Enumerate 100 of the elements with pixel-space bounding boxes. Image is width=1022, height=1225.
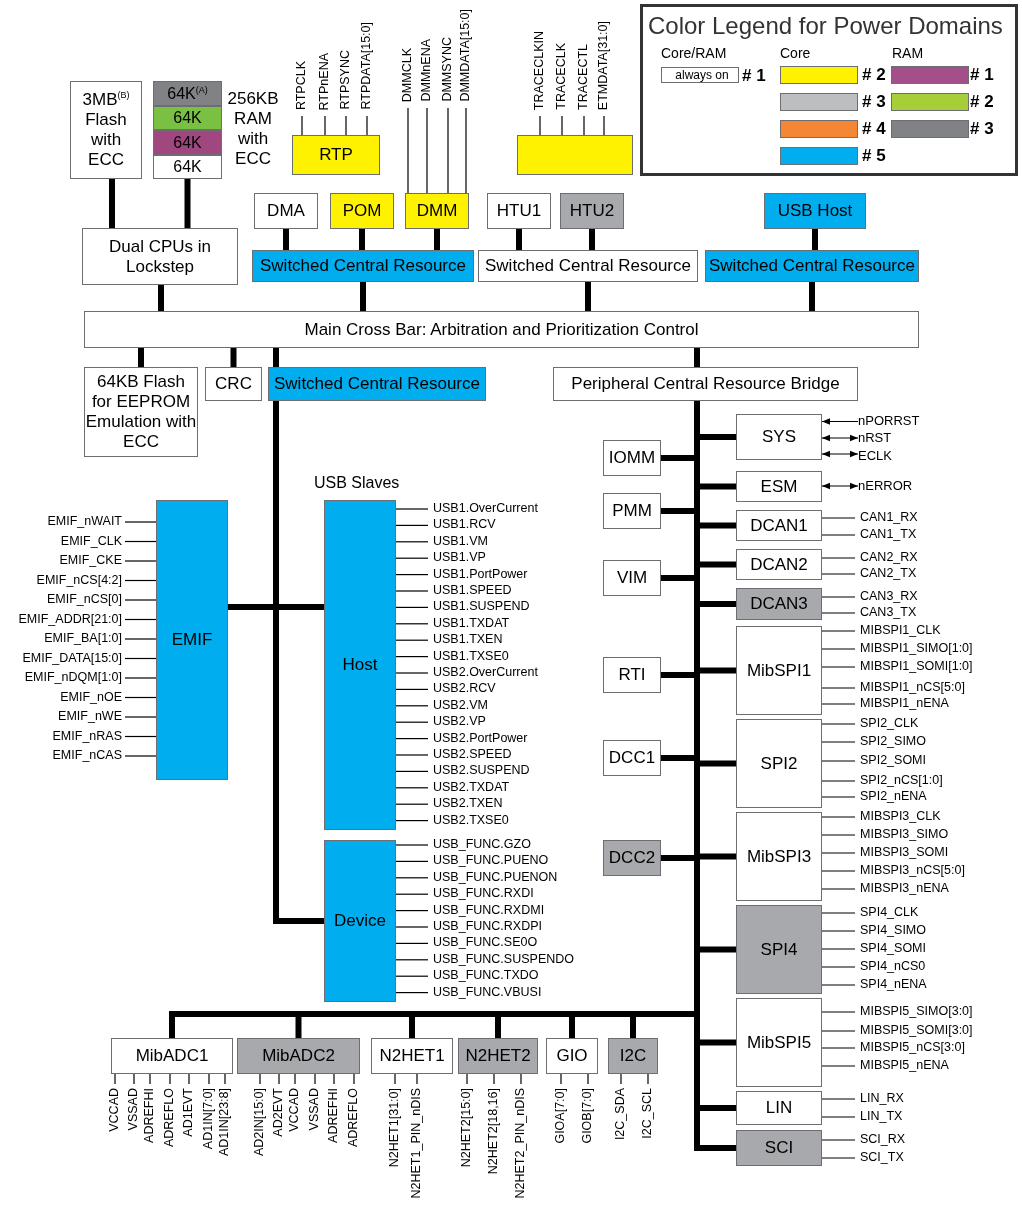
signal-label: SPI4_nENA — [860, 977, 927, 992]
module-box: I2C — [608, 1038, 658, 1074]
signal-label: nERROR — [858, 478, 938, 494]
signal-label: I2C_SDA — [613, 1088, 628, 1141]
signal-label: SPI2_CLK — [860, 716, 919, 731]
signal-label: USB1.VM — [433, 533, 488, 549]
signal-label: USB1.SPEED — [433, 583, 512, 598]
signal-label: SPI4_CLK — [860, 905, 919, 920]
signal-label: GIOA[7:0] — [553, 1088, 568, 1144]
signal-label: RTPCLK — [294, 60, 309, 110]
bus-line — [821, 418, 859, 425]
module-box: Switched Central Resource — [268, 367, 486, 401]
signal-label: ADREFLO — [162, 1088, 177, 1148]
module-box: Switched Central Resource — [705, 250, 919, 282]
signal-label: EMIF_nOE — [60, 689, 122, 705]
signal-label: RTPSYNC — [338, 50, 353, 110]
signal-label: EMIF_nWE — [58, 709, 122, 724]
legend-label: # 5 — [862, 146, 886, 166]
signal-label: USB2.PortPower — [433, 730, 528, 746]
module-box: 64K — [153, 155, 222, 179]
signal-label: MIBSPI5_SIMO[3:0] — [860, 1004, 973, 1019]
signal-label: N2HET1_PIN_nDIS — [409, 1088, 424, 1199]
signal-label: CAN2_RX — [860, 550, 918, 565]
signal-label: EMIF_CLK — [60, 533, 122, 549]
signal-label: SPI2_nENA — [860, 789, 927, 804]
signal-label: USB2.OverCurrent — [433, 665, 538, 680]
legend-title: Color Legend for Power Domains — [648, 12, 1003, 40]
signal-label: VCCAD — [107, 1088, 122, 1132]
signal-label: EMIF_nCAS — [52, 748, 122, 763]
module-box: Switched Central Resource — [252, 250, 474, 282]
bus-line — [585, 282, 591, 311]
bus-line — [230, 348, 237, 367]
module-box: Peripheral Central Resource Bridge — [553, 367, 858, 401]
bus-line — [434, 229, 440, 250]
signal-label: USB1.RCV — [433, 517, 496, 533]
signal-label: LIN_TX — [860, 1109, 903, 1124]
signal-label: ADREFLO — [346, 1088, 361, 1148]
legend-label: # 3 — [862, 92, 886, 112]
signal-label: EMIF_DATA[15:0] — [22, 650, 122, 666]
memory-label: 256KB RAM with ECC — [226, 89, 280, 169]
signal-label: USB1.OverCurrent — [433, 501, 538, 516]
signal-label: I2C_SCL — [640, 1088, 655, 1139]
signal-label: MIBSPI1_CLK — [860, 623, 941, 638]
signal-label: MIBSPI1_SOMI[1:0] — [860, 659, 973, 674]
module-box: SPI4 — [736, 905, 822, 994]
signal-label: AD2EVT — [271, 1088, 286, 1137]
signal-label: USB_FUNC.PUENON — [433, 869, 558, 885]
module-box: SYS — [736, 414, 822, 460]
signal-label: USB_FUNC.TXDO — [433, 968, 539, 984]
module-box: DCAN2 — [736, 549, 822, 580]
signal-label: VSSAD — [307, 1088, 322, 1131]
signal-label: USB2.TXSE0 — [433, 812, 509, 828]
signal-label: MIBSPI5_nENA — [860, 1058, 949, 1073]
signal-label: MIBSPI3_nCS[5:0] — [860, 863, 965, 878]
signal-label: SPI4_SOMI — [860, 941, 926, 956]
module-box: DCAN1 — [736, 510, 822, 541]
signal-label: USB1.TXSE0 — [433, 648, 509, 664]
signal-label: SPI4_nCS0 — [860, 959, 926, 974]
module-box: IOMM — [603, 440, 661, 476]
signal-label: N2HET2[15:0] — [459, 1088, 474, 1168]
module-box: SCI — [736, 1130, 822, 1166]
bus-line — [138, 348, 144, 367]
signal-label: USB1.VP — [433, 550, 486, 566]
signal-label: TRACECTL — [576, 44, 591, 110]
module-box: Switched Central Resource — [478, 250, 698, 282]
signal-label: EMIF_nDQM[1:0] — [24, 670, 122, 685]
signal-label: MIBSPI5_SOMI[3:0] — [860, 1023, 973, 1038]
signal-label: USB_FUNC.PUENO — [433, 853, 549, 869]
signal-label: MIBSPI3_SOMI — [860, 845, 949, 860]
signal-label: USB_FUNC.SUSPENDO — [433, 951, 574, 967]
module-box: DMA — [254, 193, 318, 229]
signal-label: USB2.VP — [433, 714, 486, 730]
module-box: DMM — [405, 193, 469, 229]
signal-label: CAN3_TX — [860, 605, 917, 620]
signal-label: SCI_TX — [860, 1150, 904, 1165]
module-box: HTU2 — [560, 193, 624, 229]
signal-label: SPI2_nCS[1:0] — [860, 773, 943, 788]
signal-label: AD1EVT — [181, 1088, 196, 1137]
signal-label: MIBSPI3_CLK — [860, 809, 941, 824]
signal-label: SCI_RX — [860, 1132, 906, 1147]
signal-label: N2HET2[18,16] — [486, 1088, 501, 1175]
signal-label: USB2.TXDAT — [433, 779, 510, 795]
module-box: SPI2 — [736, 719, 822, 808]
bus-line — [516, 229, 522, 250]
signal-label: RTPDATA[15:0] — [359, 22, 374, 110]
signal-label: USB_FUNC.SE0O — [433, 935, 538, 951]
signal-label: CAN1_TX — [860, 527, 917, 542]
signal-label: TRACECLKIN — [532, 30, 547, 110]
legend-heading: Core — [780, 45, 811, 61]
signal-label: USB2.RCV — [433, 681, 496, 697]
bus-line — [109, 179, 115, 228]
module-box: POM — [330, 193, 394, 229]
module-box: 3MB$^{(B)}$ Flash with ECC — [70, 81, 142, 179]
signal-label: EMIF_CKE — [59, 553, 122, 568]
signal-label: LIN_RX — [860, 1091, 904, 1106]
signal-label: USB2.SPEED — [433, 747, 512, 762]
module-box: N2HET1 — [371, 1038, 453, 1074]
module-box: 64K — [153, 106, 222, 130]
signal-label: MIBSPI1_SIMO[1:0] — [860, 641, 973, 656]
module-box: MibSPI5 — [736, 998, 822, 1087]
